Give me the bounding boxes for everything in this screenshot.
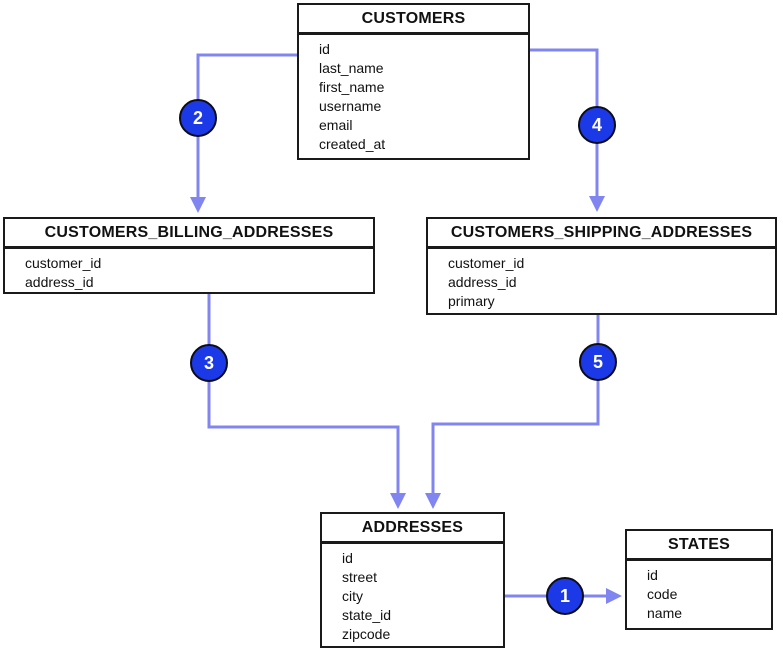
connector-badge-1-number: 1 — [559, 585, 570, 606]
field-row: last_name — [319, 60, 384, 76]
field-row: city — [342, 588, 363, 604]
connector-shipping-to-addresses — [425, 315, 600, 509]
connector-badge-4-number: 4 — [591, 114, 602, 135]
field-row: email — [319, 117, 353, 133]
connector-badge-5: 5 — [579, 343, 617, 381]
connector-badge-2-number: 2 — [192, 107, 203, 128]
field-row: address_id — [25, 274, 94, 290]
entity-states-title: STATES — [627, 531, 771, 561]
connector-badge-3-number: 3 — [203, 352, 214, 373]
entity-addresses-title: ADDRESSES — [322, 514, 503, 544]
field-row: customer_id — [448, 255, 525, 271]
field-row: code — [647, 586, 678, 602]
field-row: zipcode — [342, 626, 391, 642]
entity-customers: CUSTOMERS id last_name first_name userna… — [297, 3, 530, 160]
connector-badge-1: 1 — [546, 577, 584, 615]
entity-customers-billing-addresses-title: CUSTOMERS_BILLING_ADDRESSES — [5, 219, 373, 249]
connector-billing-to-addresses — [207, 294, 406, 509]
field-row: id — [319, 41, 330, 57]
entity-states-fields: id code name — [627, 561, 771, 628]
field-row: address_id — [448, 274, 517, 290]
connector-badge-5-number: 5 — [592, 351, 603, 372]
entity-customers-shipping-addresses-title: CUSTOMERS_SHIPPING_ADDRESSES — [428, 219, 775, 249]
entity-states: STATES id code name — [625, 529, 773, 630]
field-row: state_id — [342, 607, 392, 623]
field-row: username — [319, 98, 382, 114]
field-row: created_at — [319, 136, 386, 152]
field-row: customer_id — [25, 255, 102, 271]
field-row: primary — [448, 293, 495, 309]
field-row: street — [342, 569, 378, 585]
field-row: name — [647, 605, 683, 621]
connector-badge-4: 4 — [578, 106, 616, 144]
field-row: id — [342, 550, 353, 566]
entity-customers-billing-addresses-fields: customer_id address_id — [5, 249, 373, 297]
connector-badge-3: 3 — [190, 344, 228, 382]
field-row: first_name — [319, 79, 385, 95]
entity-customers-title: CUSTOMERS — [299, 5, 528, 35]
entity-customers-billing-addresses: CUSTOMERS_BILLING_ADDRESSES customer_id … — [3, 217, 375, 294]
entity-customers-fields: id last_name first_name username email c… — [299, 35, 528, 159]
connector-badge-2: 2 — [179, 99, 217, 137]
entity-addresses: ADDRESSES id street city state_id zipcod… — [320, 512, 505, 648]
entity-customers-shipping-addresses: CUSTOMERS_SHIPPING_ADDRESSES customer_id… — [426, 217, 777, 315]
field-row: id — [647, 567, 658, 583]
entity-addresses-fields: id street city state_id zipcode — [322, 544, 503, 649]
entity-customers-shipping-addresses-fields: customer_id address_id primary — [428, 249, 775, 316]
